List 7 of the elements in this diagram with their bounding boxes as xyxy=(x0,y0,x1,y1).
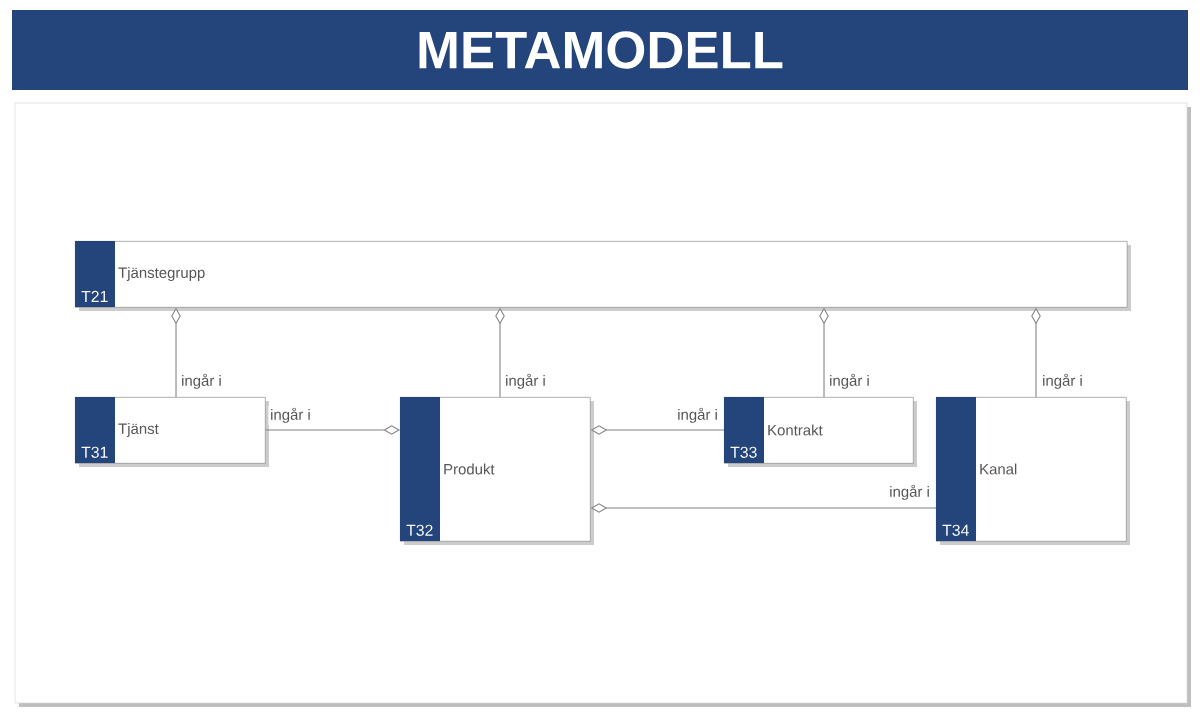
class-box: T32 Produkt xyxy=(400,397,594,545)
class-box: T31 Tjänst xyxy=(75,397,269,467)
aggregation-line xyxy=(265,425,400,435)
class-box: T21 Tjänstegrupp xyxy=(75,241,1131,311)
title-banner: METAMODELL xyxy=(12,10,1188,90)
class-box: T33 Kontrakt xyxy=(724,397,917,467)
class-box: T34 Kanal xyxy=(936,397,1130,545)
